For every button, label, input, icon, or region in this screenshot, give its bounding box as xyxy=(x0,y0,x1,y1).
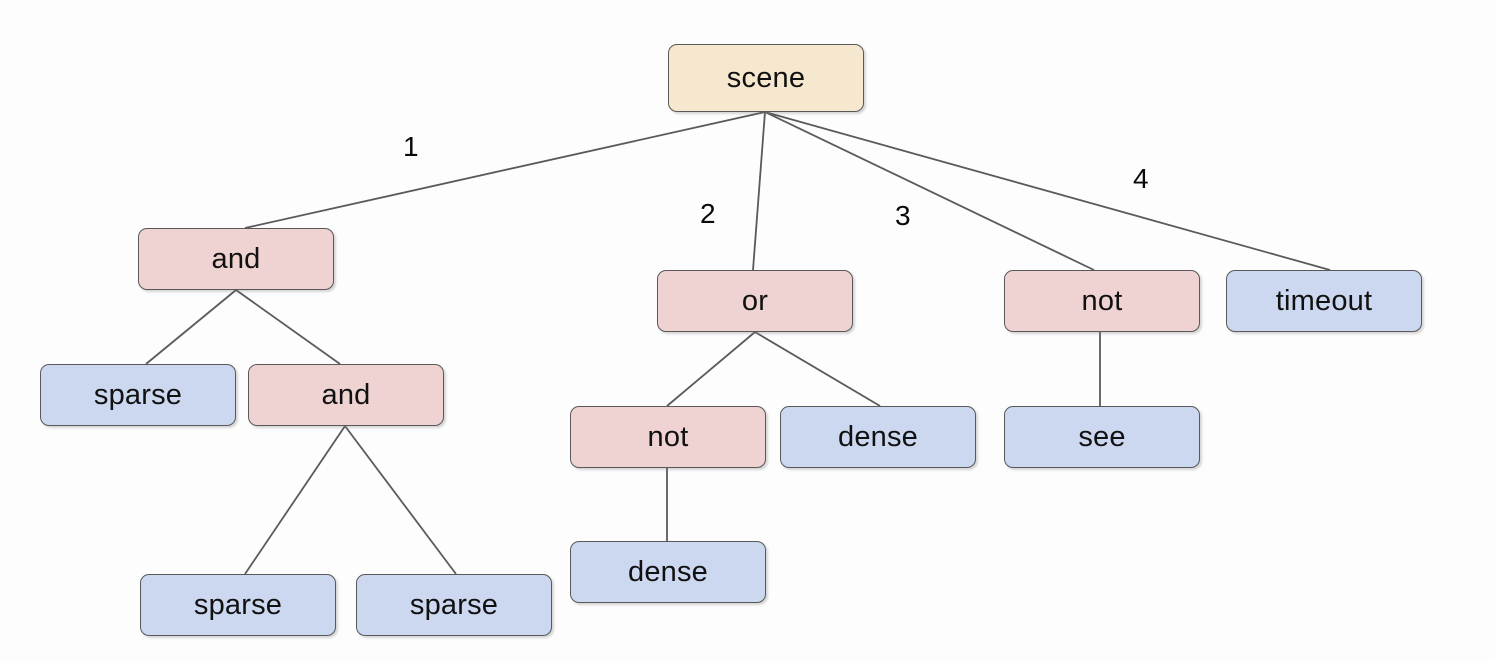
tree-node-label: dense xyxy=(627,555,708,588)
tree-edge xyxy=(666,331,756,407)
tree-node-label: not xyxy=(647,420,689,453)
tree-edge xyxy=(244,111,766,229)
tree-edge xyxy=(344,425,457,575)
tree-edge xyxy=(235,289,341,365)
edge-label: 1 xyxy=(403,131,419,162)
tree-node-and2[interactable]: and xyxy=(248,364,444,426)
edge-label: 4 xyxy=(1133,163,1149,194)
tree-node-label: and xyxy=(211,242,261,275)
tree-edge xyxy=(752,111,766,271)
tree-node-and1[interactable]: and xyxy=(138,228,334,290)
tree-node-label: sparse xyxy=(409,588,499,621)
tree-node-label: or xyxy=(741,284,769,317)
edge-label: 2 xyxy=(700,198,716,229)
tree-edge xyxy=(145,289,237,365)
tree-node-sparse2[interactable]: sparse xyxy=(140,574,336,636)
tree-edge xyxy=(754,331,881,407)
tree-node-scene[interactable]: scene xyxy=(668,44,864,112)
tree-node-label: and xyxy=(321,378,371,411)
tree-node-label: timeout xyxy=(1275,284,1373,317)
tree-edge xyxy=(764,111,1331,271)
tree-node-timeout1[interactable]: timeout xyxy=(1226,270,1422,332)
tree-node-not2[interactable]: not xyxy=(570,406,766,468)
tree-node-label: see xyxy=(1078,420,1126,453)
tree-node-sparse1[interactable]: sparse xyxy=(40,364,236,426)
tree-node-dense1[interactable]: dense xyxy=(780,406,976,468)
tree-node-label: sparse xyxy=(193,588,283,621)
tree-node-label: scene xyxy=(726,61,806,94)
tree-node-or1[interactable]: or xyxy=(657,270,853,332)
tree-node-sparse3[interactable]: sparse xyxy=(356,574,552,636)
tree-edge xyxy=(244,425,346,575)
tree-node-label: not xyxy=(1081,284,1123,317)
tree-node-dense2[interactable]: dense xyxy=(570,541,766,603)
tree-node-label: sparse xyxy=(93,378,183,411)
tree-edge xyxy=(764,111,1095,271)
tree-node-not1[interactable]: not xyxy=(1004,270,1200,332)
tree-node-label: dense xyxy=(837,420,918,453)
tree-node-see1[interactable]: see xyxy=(1004,406,1200,468)
edge-label: 3 xyxy=(895,200,911,231)
